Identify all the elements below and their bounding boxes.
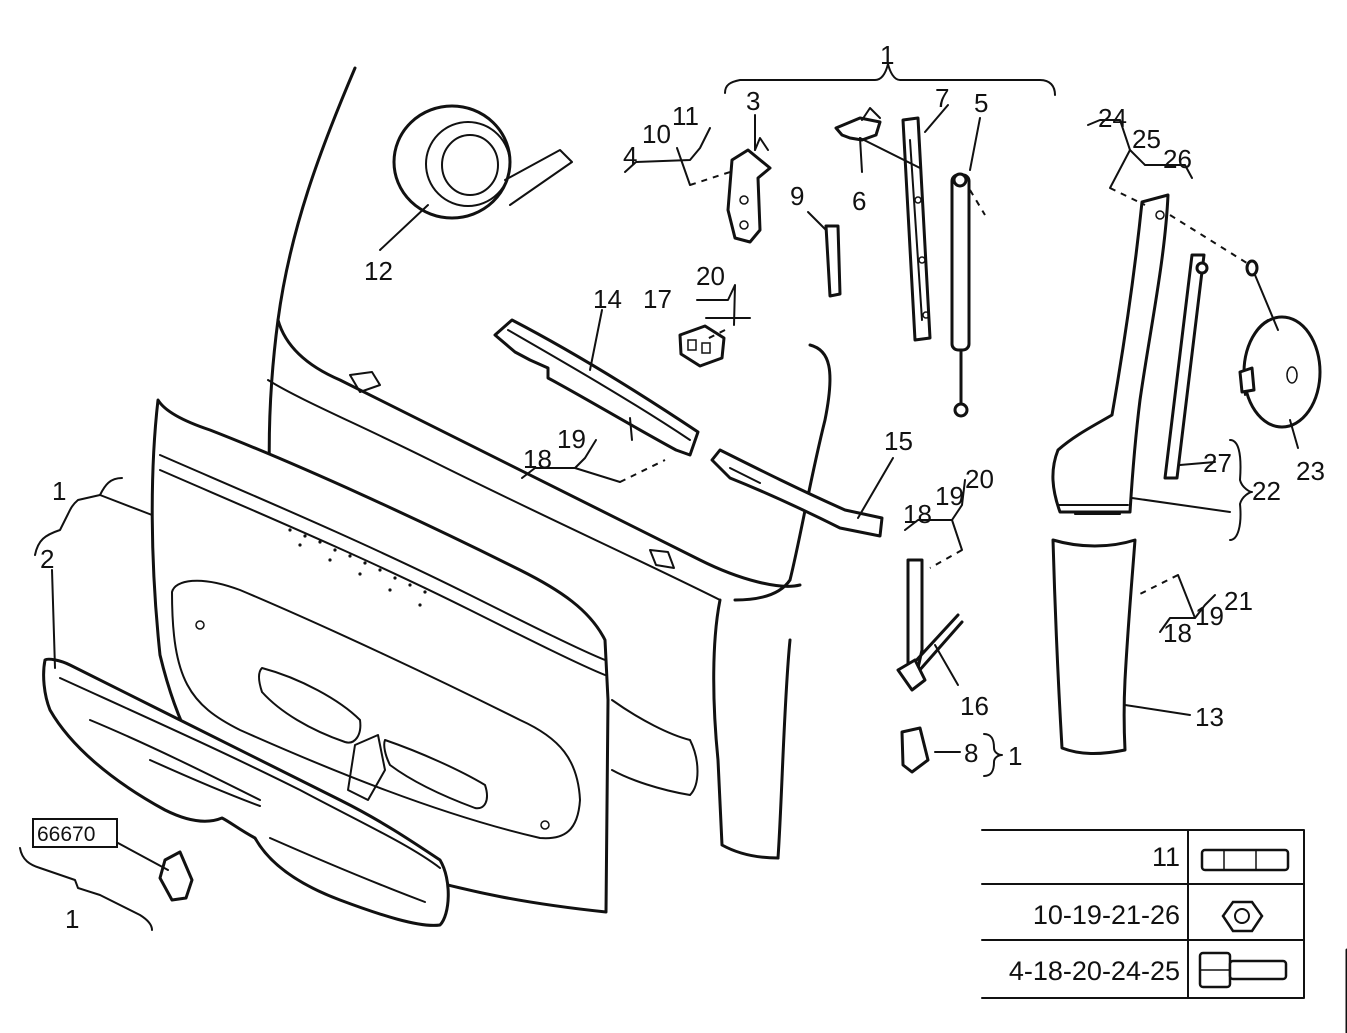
callout-20-b: 20 [965, 464, 994, 494]
callout-25: 25 [1132, 124, 1161, 154]
legend-row-1-text: 11 [1152, 842, 1180, 872]
callout-22: 22 [1252, 476, 1281, 506]
callout-14: 14 [593, 284, 622, 314]
callout-4: 4 [623, 141, 637, 171]
rivet-icon [1200, 848, 1290, 872]
lower-pillar-13 [1051, 538, 1137, 756]
callout-10: 10 [642, 119, 671, 149]
rod-27 [1163, 253, 1209, 480]
callout-16: 16 [960, 691, 989, 721]
callout-1-left: 1 [52, 476, 66, 506]
callout-9: 9 [790, 181, 804, 211]
small-clip [158, 850, 194, 902]
callout-1-top: 1 [880, 40, 894, 70]
boxed-reference-text: 66670 [37, 823, 95, 846]
callout-2: 2 [40, 544, 54, 574]
callout-15: 15 [884, 426, 913, 456]
callout-20-a: 20 [696, 261, 725, 291]
callout-18-c: 18 [1163, 618, 1192, 648]
callout-labels: 1 3 4 10 11 7 5 6 9 12 14 17 20 18 19 15… [40, 40, 1325, 934]
boxed-reference: 66670 [32, 818, 118, 848]
grille-dots [288, 528, 427, 607]
legend-row-3-text: 4-18-20-24-25 [1009, 956, 1180, 986]
pillar-22 [1051, 193, 1170, 515]
callout-18-b: 18 [903, 499, 932, 529]
callout-19-c: 19 [1195, 601, 1224, 631]
callout-21: 21 [1224, 586, 1253, 616]
callout-8: 8 [964, 738, 978, 768]
callout-1-right: 1 [1008, 741, 1022, 771]
callout-18-a: 18 [523, 444, 552, 474]
callout-19-b: 19 [935, 481, 964, 511]
mirror-disc-23 [1238, 259, 1322, 429]
callout-23: 23 [1296, 456, 1325, 486]
callout-17: 17 [643, 284, 672, 314]
callout-24: 24 [1098, 103, 1127, 133]
lower-grille-panel [42, 657, 450, 927]
clip-17 [678, 324, 726, 368]
callout-5: 5 [974, 88, 988, 118]
callout-11: 11 [672, 101, 699, 131]
strip-15 [710, 448, 884, 538]
fastener-legend: 11 10-19-21-26 4-18-20-24-25 [981, 829, 1347, 1033]
hinge-6 [834, 107, 882, 142]
clip-8 [900, 726, 930, 774]
callout-13: 13 [1195, 702, 1224, 732]
strip-14 [493, 318, 700, 457]
rail-7 [901, 116, 932, 342]
gas-strut-5 [950, 172, 971, 418]
callout-6: 6 [852, 186, 866, 216]
tape-roll [392, 104, 573, 220]
bolt-icon [1198, 951, 1288, 989]
nut-icon [1221, 900, 1264, 933]
callout-1-bottom: 1 [65, 904, 79, 934]
bracket-3 [726, 137, 772, 244]
arm-16 [896, 558, 964, 692]
callout-3: 3 [746, 86, 760, 116]
callout-12: 12 [364, 256, 393, 286]
leader-lines [19, 63, 1299, 931]
callout-27: 27 [1203, 448, 1232, 478]
legend-row-2-text: 10-19-21-26 [1033, 900, 1180, 930]
pin-9 [824, 224, 842, 298]
callout-7: 7 [935, 83, 949, 113]
callout-19-a: 19 [557, 424, 586, 454]
callout-26: 26 [1163, 144, 1192, 174]
